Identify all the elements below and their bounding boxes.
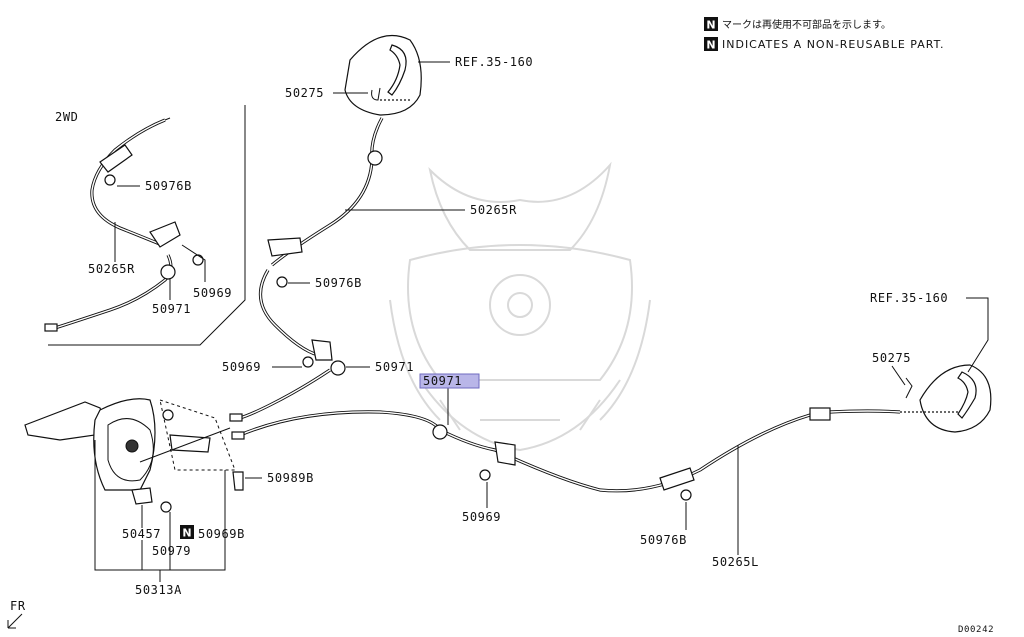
- front-arrow-icon: [7, 613, 23, 629]
- label-50313A: 50313A: [135, 583, 182, 597]
- bolt-icon: [276, 276, 288, 288]
- label-50976B-main: 50976B: [315, 276, 362, 290]
- non-reusable-badge-icon: [704, 37, 718, 51]
- grommet-icon: [432, 424, 448, 440]
- label-50976B-inset: 50976B: [145, 179, 192, 193]
- inset-2wd: 2WD 50976B 50265R 50971 50969: [44, 105, 246, 346]
- variant-label-2wd: 2WD: [55, 110, 78, 124]
- label-50971-inset: 50971: [152, 302, 191, 316]
- nut-icon: [192, 254, 204, 266]
- label-ref-right: REF.35-160: [870, 291, 948, 305]
- label-50265R-main: 50265R: [470, 203, 517, 217]
- label-50457: 50457: [122, 527, 161, 541]
- ratchet-icon: [125, 439, 139, 453]
- label-50969-main: 50969: [222, 360, 261, 374]
- cable-end-icon: [44, 323, 58, 332]
- nut-icon: [479, 469, 491, 481]
- legend-english: INDICATES A NON-REUSABLE PART.: [722, 38, 944, 51]
- brake-assembly-top: REF.35-160 50275: [285, 34, 533, 116]
- diagram-code: D00242: [958, 625, 994, 635]
- label-50979: 50979: [152, 544, 191, 558]
- label-50969B: 50969B: [198, 527, 245, 541]
- non-reusable-badge-icon: [180, 525, 194, 539]
- label-50275-right: 50275: [872, 351, 911, 365]
- grommet-icon: [330, 360, 346, 376]
- fr-label: FR: [10, 599, 26, 613]
- label-50969-lower: 50969: [462, 510, 501, 524]
- highlight-50971[interactable]: 50971: [419, 373, 480, 389]
- switch-icon: [131, 487, 153, 505]
- label-50265L: 50265L: [712, 555, 759, 569]
- parking-brake-lever: 50989B 50457 50979 N 50969B 50313A: [24, 398, 314, 597]
- brake-assembly-right: REF.35-160 50275: [870, 291, 992, 433]
- bolt-icon: [104, 174, 116, 186]
- front-indicator: FR: [7, 599, 26, 629]
- watermark-logo: [389, 161, 651, 452]
- bolt-icon: [160, 501, 172, 513]
- cable-50265R: 50265R 50976B 50969 50971: [222, 117, 517, 422]
- badge-letter: N: [182, 527, 191, 540]
- label-50976B-lower: 50976B: [640, 533, 687, 547]
- legend: N マークは再使用不可部品を示します。 N INDICATES A NON-RE…: [704, 17, 944, 52]
- bolt-icon: [232, 471, 244, 491]
- label-50969-inset: 50969: [193, 286, 232, 300]
- cable-50265L: 50969 50976B 50265L: [231, 386, 901, 569]
- label-50275-top: 50275: [285, 86, 324, 100]
- highlight-box[interactable]: [419, 373, 480, 389]
- grommet-icon: [160, 264, 176, 280]
- label-50989B: 50989B: [267, 471, 314, 485]
- badge-letter: N: [706, 19, 715, 32]
- label-50971-highlight[interactable]: 50971: [423, 374, 462, 388]
- label-ref-top: REF.35-160: [455, 55, 533, 69]
- bolt-icon: [680, 489, 692, 501]
- badge-letter: N: [706, 39, 715, 52]
- label-50971-main: 50971: [375, 360, 414, 374]
- legend-japanese: マークは再使用不可部品を示します。: [722, 18, 891, 31]
- nut-icon: [302, 356, 314, 368]
- non-reusable-badge-icon: [704, 17, 718, 31]
- label-50265R-inset: 50265R: [88, 262, 135, 276]
